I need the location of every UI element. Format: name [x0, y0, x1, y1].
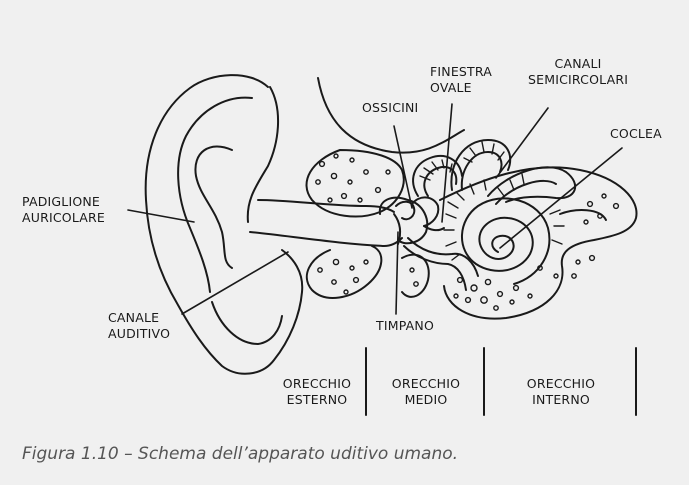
ossicle-incus [412, 197, 438, 226]
label-line: AURICOLARE [22, 210, 105, 226]
label-ossicini: OSSICINI [362, 100, 418, 116]
cochlea-hatching [444, 180, 564, 260]
cochlea-spiral [462, 198, 549, 284]
section-orecchio-medio: ORECCHIO MEDIO [378, 376, 474, 408]
section-line: INTERNO [502, 392, 620, 408]
label-line: OSSICINI [362, 100, 418, 116]
figure-caption: Figura 1.10 – Schema dell’apparato uditi… [22, 444, 458, 464]
label-line: COCLEA [610, 126, 662, 142]
pinna-antihelix [178, 98, 252, 292]
label-coclea: COCLEA [610, 126, 662, 142]
label-line: OVALE [430, 80, 492, 96]
bone-texture-dots [316, 154, 619, 310]
label-line: CANALE [108, 310, 170, 326]
section-line: ORECCHIO [502, 376, 620, 392]
label-padiglione-auricolare: PADIGLIONE AURICOLARE [22, 194, 105, 226]
label-line: CANALI [528, 56, 628, 72]
section-line: ORECCHIO [378, 376, 474, 392]
label-timpano: TIMPANO [376, 318, 434, 334]
label-canale-uditivo: CANALE AUDITIVO [108, 310, 170, 342]
ear-canal-lower-wall [250, 232, 402, 246]
label-line: FINESTRA [430, 64, 492, 80]
label-canali-semicircolari: CANALI SEMICIRCOLARI [528, 56, 628, 88]
leader-ossicini [394, 126, 412, 208]
pinna-lobe [212, 302, 282, 344]
section-orecchio-interno: ORECCHIO INTERNO [502, 376, 620, 408]
label-line: TIMPANO [376, 318, 434, 334]
label-line: AUDITIVO [108, 326, 170, 342]
semicircular-canal-right-inner [496, 181, 556, 204]
label-line: SEMICIRCOLARI [528, 72, 628, 88]
section-orecchio-esterno: ORECCHIO ESTERNO [271, 376, 363, 408]
section-line: ESTERNO [271, 392, 363, 408]
semicircular-canal-top-inner [462, 152, 502, 190]
label-finestra-ovale: FINESTRA OVALE [430, 64, 492, 96]
temporal-bone-lower-mid [402, 255, 429, 297]
temporal-bone-right [440, 167, 637, 318]
label-line: PADIGLIONE [22, 194, 105, 210]
leader-canale-uditivo [182, 252, 288, 314]
middle-ear-cavity [380, 198, 427, 244]
section-line: ORECCHIO [271, 376, 363, 392]
section-line: MEDIO [378, 392, 474, 408]
leader-lines [128, 104, 622, 314]
pinna-concha [195, 146, 232, 268]
leader-timpano [396, 232, 398, 314]
pinna-helix-inner [248, 87, 278, 222]
